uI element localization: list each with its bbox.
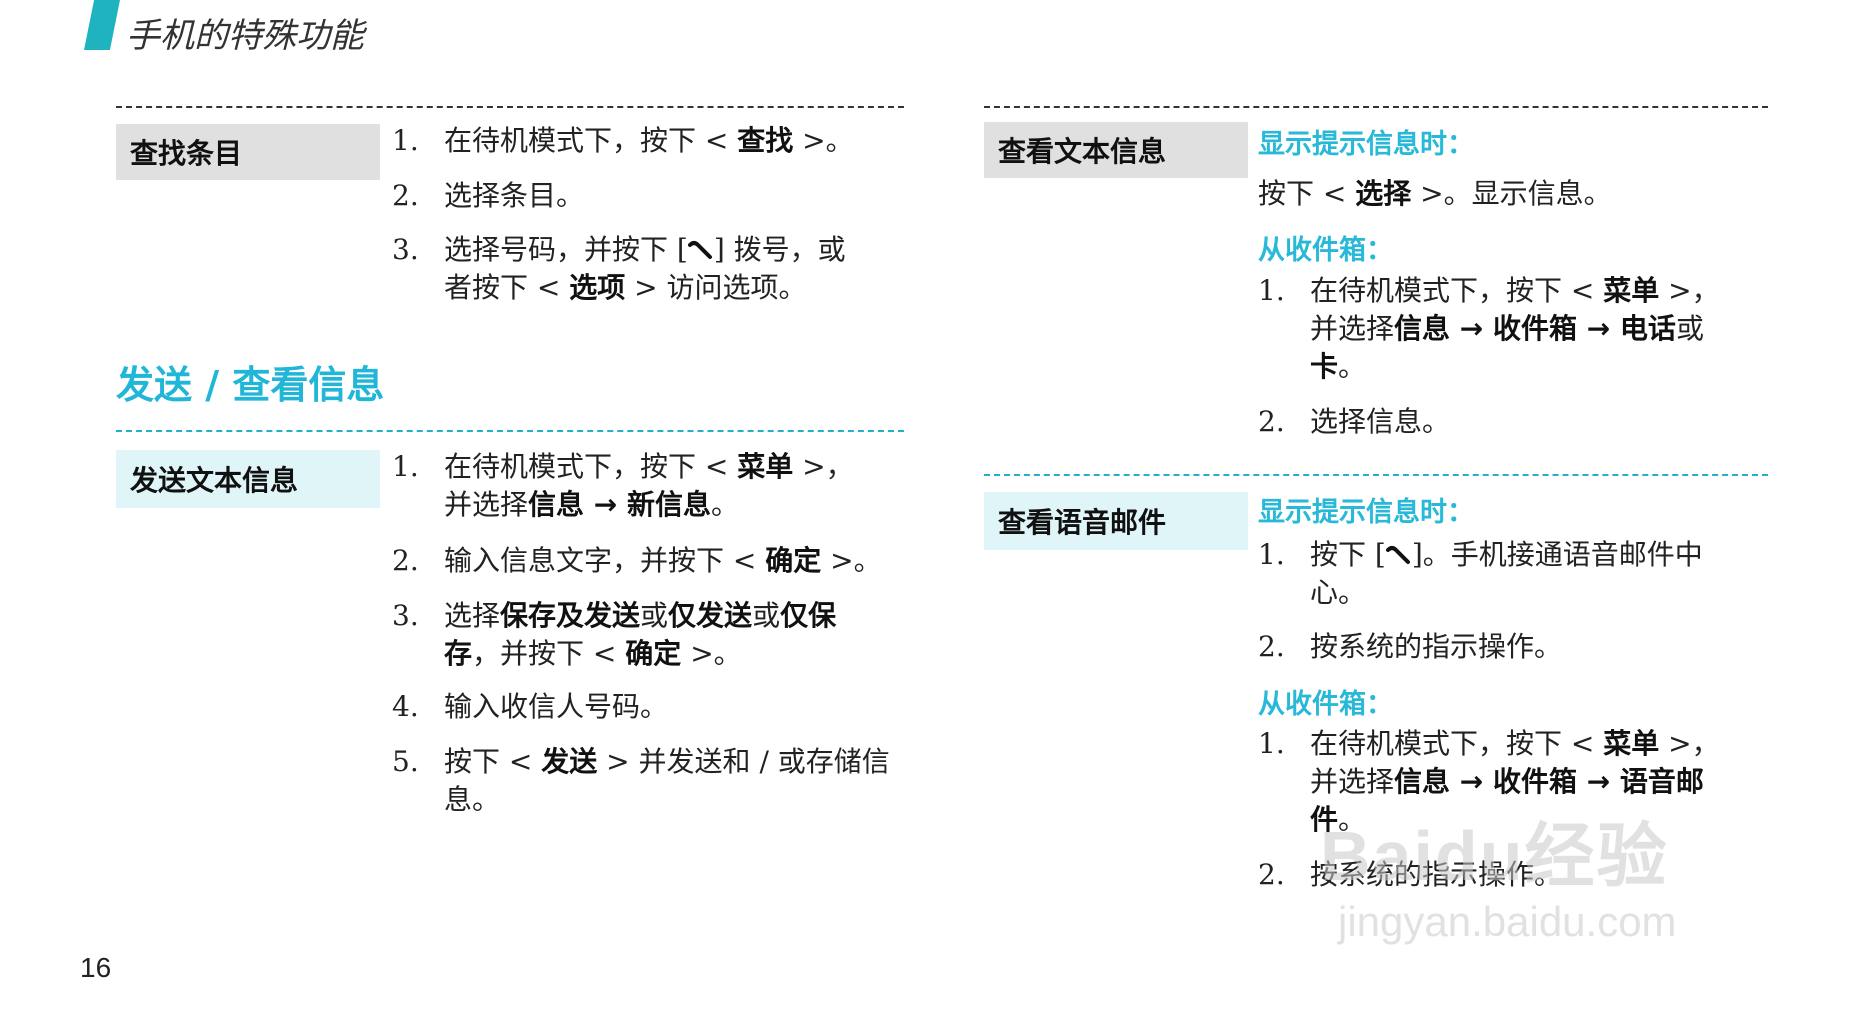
- separator: [984, 106, 1768, 108]
- page-header-title: 手机的特殊功能: [126, 16, 364, 56]
- label-find-entry: 查找条目: [116, 124, 380, 180]
- send-step-5: 5. 按下 < 发送 > 并发送和 / 或存储信 息。: [392, 745, 890, 816]
- subheading-inbox: 从收件箱：: [1258, 235, 1393, 266]
- send-step-1: 1. 在待机模式下，按下 < 菜单 >， 并选择信息 → 新信息。: [392, 450, 854, 521]
- subheading-prompt: 显示提示信息时：: [1258, 497, 1474, 528]
- label-view-voicemail: 查看语音邮件: [984, 492, 1248, 550]
- find-step-3: 3. 选择号码，并按下 [] 拨号，或 者按下 < 选项 > 访问选项。: [392, 233, 846, 304]
- separator: [116, 430, 904, 432]
- subheading-inbox: 从收件箱：: [1258, 689, 1393, 720]
- call-key-icon: [687, 241, 712, 259]
- watermark-logo: Baidu经验: [1320, 817, 1669, 895]
- separator: [984, 474, 1768, 476]
- watermark-url: jingyan.baidu.com: [1338, 898, 1677, 945]
- call-key-icon: [1385, 546, 1410, 564]
- view-text-line: 按下 < 选择 >。显示信息。: [1258, 177, 1612, 210]
- text-step-1: 1. 在待机模式下，按下 < 菜单 >， 并选择信息 → 收件箱 → 电话或 卡…: [1258, 274, 1720, 383]
- label-view-text: 查看文本信息: [984, 122, 1248, 178]
- voice-step-3: 1. 在待机模式下，按下 < 菜单 >， 并选择信息 → 收件箱 → 语音邮 件…: [1258, 727, 1720, 836]
- send-step-3: 3. 选择保存及发送或仅发送或仅保 存，并按下 < 确定 >。: [392, 599, 837, 670]
- voice-step-1: 1. 按下 []。手机接通语音邮件中 心。: [1258, 538, 1703, 609]
- label-send-text: 发送文本信息: [116, 450, 380, 508]
- subheading-prompt: 显示提示信息时：: [1258, 129, 1474, 160]
- header-accent-bar: [84, 0, 120, 50]
- page-number: 16: [80, 952, 112, 983]
- section-title-messages: 发送 / 查看信息: [116, 363, 385, 407]
- separator: [116, 106, 904, 108]
